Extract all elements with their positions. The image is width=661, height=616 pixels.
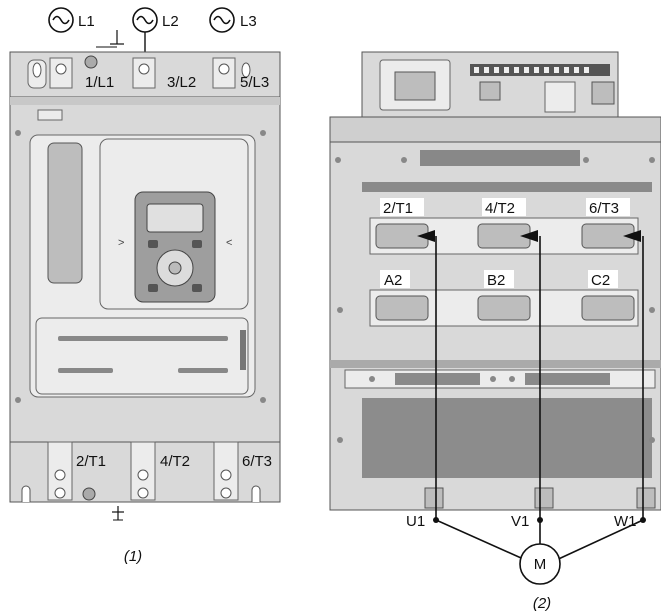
top-vents — [362, 150, 652, 192]
right-starter: 2/T1 4/T2 6/T3 A2 B2 C2 — [329, 51, 661, 612]
ground-top-icon — [96, 30, 124, 48]
terminal-2-t1: 2/T1 — [76, 453, 106, 470]
motor-wiring — [433, 236, 646, 563]
bypass-terminal-a2: A2 — [384, 272, 402, 289]
supply-l1-label: L1 — [78, 13, 95, 30]
terminal-4-t2: 4/T2 — [160, 453, 190, 470]
output-terminal-t2: 4/T2 — [485, 200, 515, 217]
svg-text:>: > — [118, 237, 124, 249]
keypad-display — [146, 203, 204, 233]
motor-label: M — [534, 556, 547, 573]
supply-l3-symbol — [209, 7, 235, 33]
motor-lead-w1: W1 — [614, 513, 637, 530]
left-starter: L1 L2 L3 1/L1 3/L2 5/L3 — [9, 7, 281, 565]
supply-l2-symbol — [132, 7, 158, 33]
ground-bottom-icon — [112, 506, 124, 521]
caption-1: (1) — [124, 548, 142, 565]
supply-l1-symbol — [48, 7, 74, 33]
motor-lead-v1: V1 — [511, 513, 529, 530]
motor-lead-u1: U1 — [406, 513, 425, 530]
bypass-terminal-b2: B2 — [487, 272, 505, 289]
terminal-6-t3: 6/T3 — [242, 453, 272, 470]
lower-vents — [362, 398, 652, 478]
lower-cover — [35, 317, 249, 395]
motor-symbol — [519, 543, 561, 585]
caption-2: (2) — [533, 595, 551, 612]
terminal-1-l1: 1/L1 — [85, 74, 114, 91]
output-terminal-t3: 6/T3 — [589, 200, 619, 217]
terminal-5-l3: 5/L3 — [240, 74, 269, 91]
supply-l3-label: L3 — [240, 13, 257, 30]
terminal-3-l2: 3/L2 — [167, 74, 196, 91]
svg-text:<: < — [226, 237, 232, 249]
supply-l2-label: L2 — [162, 13, 179, 30]
output-terminal-t1: 2/T1 — [383, 200, 413, 217]
bypass-terminal-c2: C2 — [591, 272, 610, 289]
